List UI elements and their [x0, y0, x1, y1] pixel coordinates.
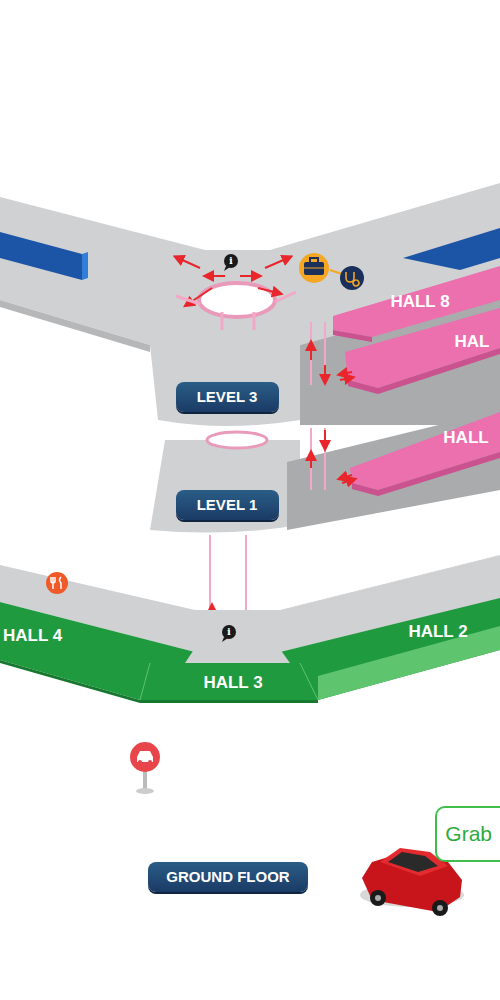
- hall-label: HALL 8: [390, 292, 449, 312]
- label-text: Grab: [445, 822, 492, 845]
- info-bubble-tail: [222, 637, 228, 642]
- label-text: GROUND FLOOR: [166, 868, 289, 885]
- info-bubble: [224, 254, 238, 268]
- floor-edge: [0, 300, 150, 352]
- walkway-lines: [176, 292, 296, 330]
- restaurant-icon: [46, 572, 68, 594]
- sign-base: [136, 788, 154, 794]
- level-badge: LEVEL 1: [176, 490, 279, 520]
- grab-sign: Grab: [435, 806, 500, 862]
- level-3-floor: [0, 183, 500, 426]
- info-bubble-tail: [224, 266, 230, 271]
- hall-label: HAL: [455, 332, 490, 352]
- level-1-wing: [287, 410, 500, 530]
- label-text: HALL 2: [408, 622, 467, 641]
- luggage-handle: [310, 258, 318, 263]
- hall-slab-side: [348, 348, 500, 394]
- blue-block: [403, 228, 500, 270]
- luggage-icon: [299, 253, 329, 283]
- label-text: HALL 4: [3, 626, 62, 645]
- info-letter: i: [229, 255, 233, 267]
- hall-label: HALL 3: [203, 673, 262, 693]
- level-badge: LEVEL 3: [176, 382, 279, 412]
- power-cord: [330, 270, 342, 274]
- escalator-lines: [210, 322, 325, 630]
- flow-arrows: [178, 258, 352, 627]
- info-letter: i: [227, 626, 231, 638]
- blue-block-side: [82, 252, 88, 280]
- label-text: HALL: [443, 428, 488, 447]
- info-bubble: [222, 625, 236, 639]
- ground-halls: [0, 598, 500, 700]
- hall-label: HALL 4: [3, 626, 62, 646]
- cutlery: [51, 577, 61, 589]
- hall-3-plaza: [185, 629, 290, 664]
- wheel: [138, 760, 142, 764]
- label-text: LEVEL 3: [197, 388, 258, 405]
- hall-label: HALL 2: [408, 622, 467, 642]
- floor-badge: GROUND FLOOR: [148, 862, 308, 892]
- escalator-void: [207, 432, 267, 448]
- hall-front-edge: [0, 660, 318, 703]
- hall-slab-side: [352, 452, 500, 496]
- luggage-strap: [304, 268, 324, 269]
- label-text: HALL 8: [390, 292, 449, 311]
- level-1-floor: [150, 440, 300, 533]
- label-text: HALL 3: [203, 673, 262, 692]
- power-symbol: [346, 272, 359, 286]
- hall-slab-side: [333, 330, 372, 342]
- label-text: HAL: [455, 332, 490, 351]
- wheel: [148, 760, 152, 764]
- hall-divider: [140, 663, 150, 700]
- hall-divider: [300, 663, 318, 700]
- blue-block: [0, 232, 82, 280]
- power-icon: [340, 266, 364, 290]
- hall-label: HALL: [443, 428, 488, 448]
- label-text: LEVEL 1: [197, 496, 258, 513]
- level-3-wing: [300, 290, 500, 425]
- taxi-sign: [130, 742, 160, 772]
